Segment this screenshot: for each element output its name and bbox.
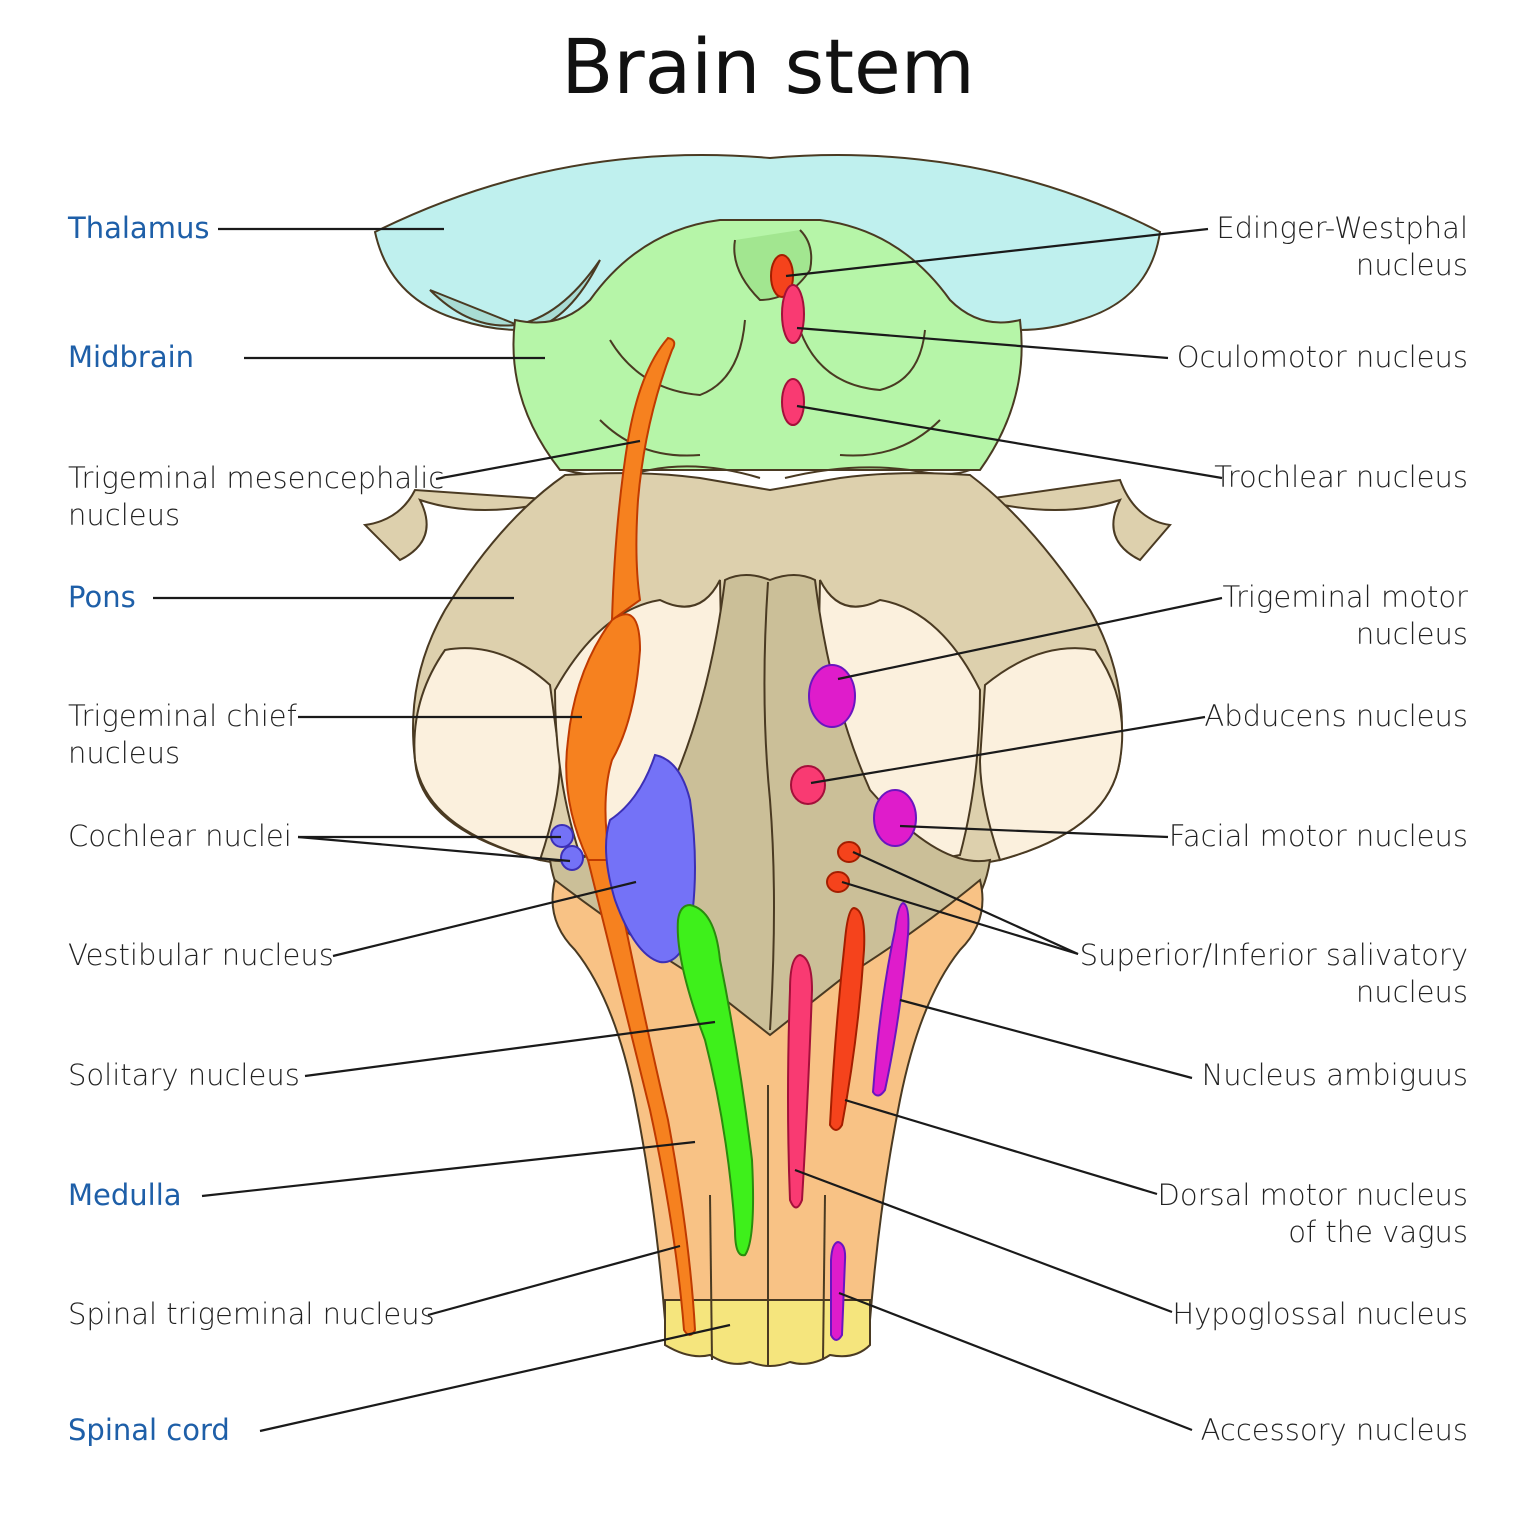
label-medulla: Medulla	[68, 1178, 182, 1212]
label-spinal-trigeminal: Spinal trigeminal nucleus	[68, 1297, 435, 1331]
leader-lines	[153, 227, 1223, 1433]
trigeminal-mesencephalic-nucleus	[610, 336, 676, 622]
leader-trochlear	[796, 404, 1223, 480]
leader-edinger-westphal	[785, 227, 1209, 278]
label-ambiguus: Nucleus ambiguus	[1201, 1058, 1468, 1092]
leader-accessory	[838, 1291, 1193, 1432]
trochlear-nucleus	[781, 378, 805, 426]
abducens-nucleus	[790, 765, 826, 805]
label-midbrain: Midbrain	[68, 340, 195, 374]
medulla-structure	[551, 878, 984, 1367]
medulla-groove-left	[709, 1194, 713, 1361]
dorsal-motor-nucleus-vagus	[828, 906, 866, 1131]
medulla-groove-right	[822, 1194, 826, 1361]
inferior-salivatory-nucleus	[826, 871, 850, 893]
median-sulcus	[763, 581, 775, 1031]
diagram-title: Brain stem	[561, 22, 975, 111]
hypoglossal-nucleus	[787, 953, 814, 1209]
label-cochlear: Cochlear nuclei	[68, 819, 292, 853]
leader-vestibular	[332, 880, 637, 958]
vestibular-nucleus	[605, 753, 696, 964]
leader-medulla	[201, 1140, 696, 1198]
leader-abducens	[810, 715, 1206, 785]
leader-cochlear-2	[297, 835, 571, 863]
leader-salivatory-1	[852, 850, 1079, 956]
midbrain-fold-2	[799, 329, 926, 392]
label-oculomotor: Oculomotor nucleus	[1176, 340, 1468, 374]
leader-spinal-trigeminal	[427, 1244, 681, 1317]
leader-spinal-cord	[259, 1323, 731, 1433]
leader-ambiguus	[899, 998, 1193, 1080]
midbrain-fold-1	[609, 319, 746, 397]
label-trigeminal-chief: Trigeminal chief nucleus	[68, 699, 297, 770]
oculomotor-nucleus	[781, 284, 805, 344]
label-vestibular: Vestibular nucleus	[68, 938, 334, 972]
thalamus-lower-lobe-left	[429, 259, 601, 332]
cochlear-nucleus-lower	[560, 845, 584, 871]
label-trochlear: Trochlear nucleus	[1214, 460, 1468, 494]
nuclei	[550, 254, 917, 1341]
pons-lobe-right	[978, 647, 1124, 862]
label-accessory: Accessory nucleus	[1200, 1413, 1468, 1447]
leader-hypoglossal	[794, 1168, 1173, 1314]
trigeminal-nerve-right	[979, 478, 1172, 562]
solitary-nucleus	[676, 903, 755, 1257]
label-dorsal-vagus: Dorsal motor nucleus of the vagus	[1157, 1178, 1469, 1249]
leader-facial-motor	[899, 824, 1169, 839]
trigeminal-nerve-left	[362, 488, 561, 562]
leader-oculomotor	[796, 326, 1169, 360]
pons-lobe-left	[413, 647, 562, 862]
label-facial-motor: Facial motor nucleus	[1168, 819, 1468, 853]
facial-motor-nucleus	[873, 789, 917, 847]
leader-salivatory-2	[841, 880, 1079, 956]
leader-trigeminal-mesencephalic	[435, 439, 641, 481]
pons-structure	[362, 472, 1172, 1037]
label-trigeminal-mesencephalic: Trigeminal mesencephalic nucleus	[68, 461, 445, 532]
label-hypoglossal: Hypoglossal nucleus	[1172, 1297, 1468, 1331]
label-thalamus: Thalamus	[68, 211, 210, 245]
label-salivatory: Superior/Inferior salivatory nucleus	[1079, 938, 1468, 1009]
leader-dorsal-vagus	[844, 1098, 1158, 1196]
label-spinal-cord: Spinal cord	[68, 1413, 230, 1447]
trigeminal-motor-nucleus	[808, 664, 856, 728]
label-pons: Pons	[68, 580, 136, 614]
label-trigeminal-motor: Trigeminal motor nucleus	[1222, 580, 1468, 651]
accessory-nucleus	[830, 1240, 847, 1341]
label-solitary: Solitary nucleus	[68, 1058, 300, 1092]
leader-solitary	[304, 1020, 716, 1078]
superior-salivatory-nucleus	[837, 841, 861, 863]
leader-trigeminal-motor	[837, 596, 1223, 681]
nucleus-ambiguus	[871, 901, 910, 1097]
label-edinger-westphal: Edinger-Westphal nucleus	[1216, 211, 1468, 282]
label-abducens: Abducens nucleus	[1204, 699, 1468, 733]
